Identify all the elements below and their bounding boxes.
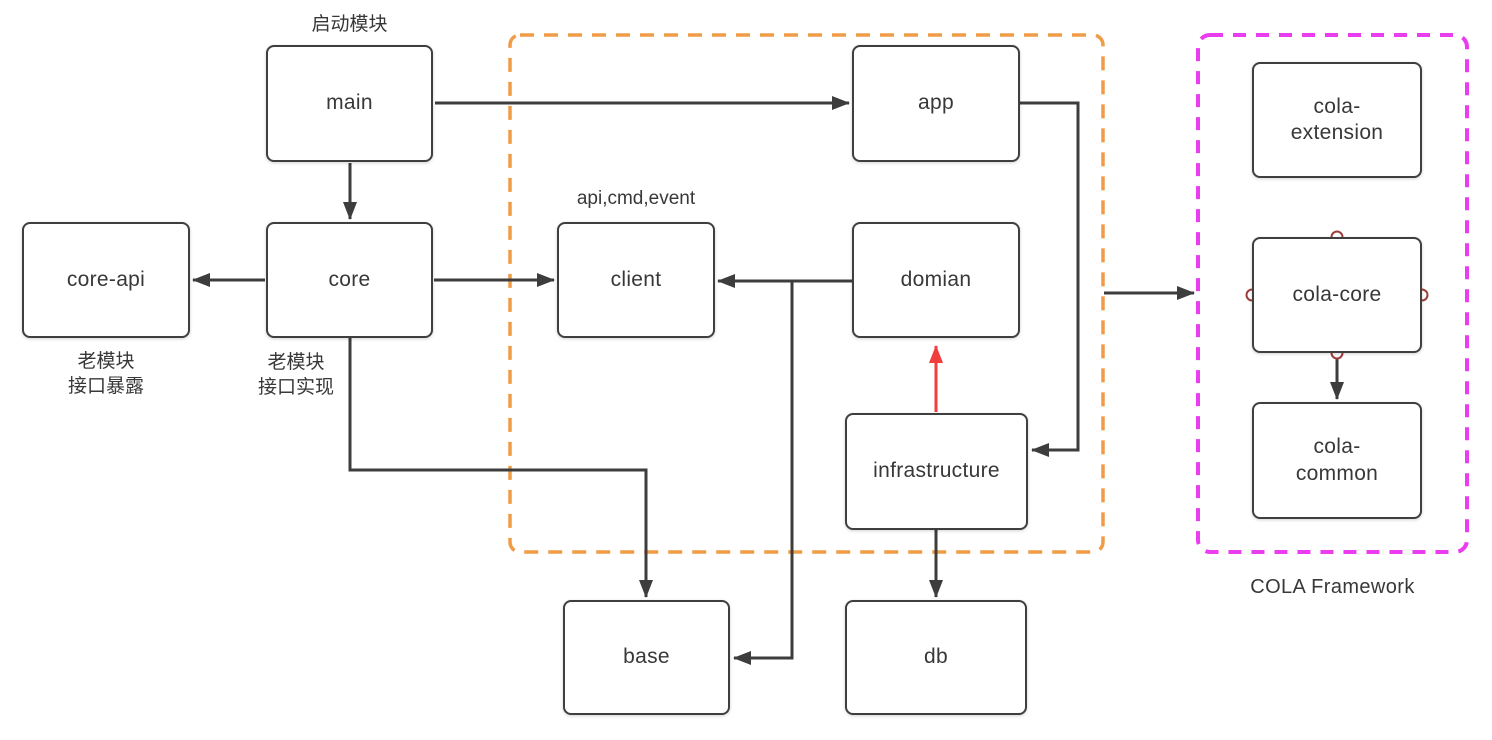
- node-core-label: core: [328, 267, 371, 291]
- node-main-label: main: [326, 91, 373, 115]
- node-domian: domian: [852, 222, 1020, 338]
- node-infrastructure-label: infrastructure: [873, 459, 1000, 483]
- node-app-label: app: [918, 91, 954, 115]
- node-app: app: [852, 45, 1020, 162]
- node-base: base: [563, 600, 730, 715]
- node-client-label: client: [610, 267, 662, 291]
- node-core: core: [266, 222, 433, 338]
- node-core-api-label: core-api: [66, 267, 146, 291]
- node-cola-common: cola- common: [1252, 402, 1422, 519]
- node-cola-core-label: cola-core: [1292, 282, 1382, 306]
- node-cola-extension-label: cola- extension: [1290, 94, 1384, 144]
- node-domian-label: domian: [900, 267, 972, 291]
- node-base-label: base: [623, 645, 670, 669]
- arrow-domian-branch-to-base: [733, 281, 794, 665]
- node-cola-extension: cola- extension: [1252, 62, 1422, 178]
- node-cola-core: cola-core: [1252, 237, 1422, 353]
- annotation-startup-module: 启动模块: [311, 14, 388, 35]
- annotation-core-note: 老模块 接口实现: [257, 352, 334, 399]
- node-core-api: core-api: [22, 222, 190, 338]
- node-infrastructure: infrastructure: [845, 413, 1028, 530]
- node-main: main: [266, 45, 433, 162]
- annotation-core-api-note: 老模块 接口暴露: [67, 351, 144, 398]
- node-db-label: db: [924, 645, 948, 669]
- annotation-cola-framework-caption: COLA Framework: [1250, 576, 1415, 598]
- arrow-app-to-infrastructure: [1020, 101, 1080, 457]
- arrow-core-to-base: [348, 338, 653, 598]
- node-client: client: [557, 222, 715, 338]
- annotation-client-note: api,cmd,event: [576, 188, 696, 209]
- cola-framework-dashed-container: [1196, 33, 1469, 554]
- node-db: db: [845, 600, 1027, 715]
- node-cola-common-label: cola- common: [1295, 435, 1379, 485]
